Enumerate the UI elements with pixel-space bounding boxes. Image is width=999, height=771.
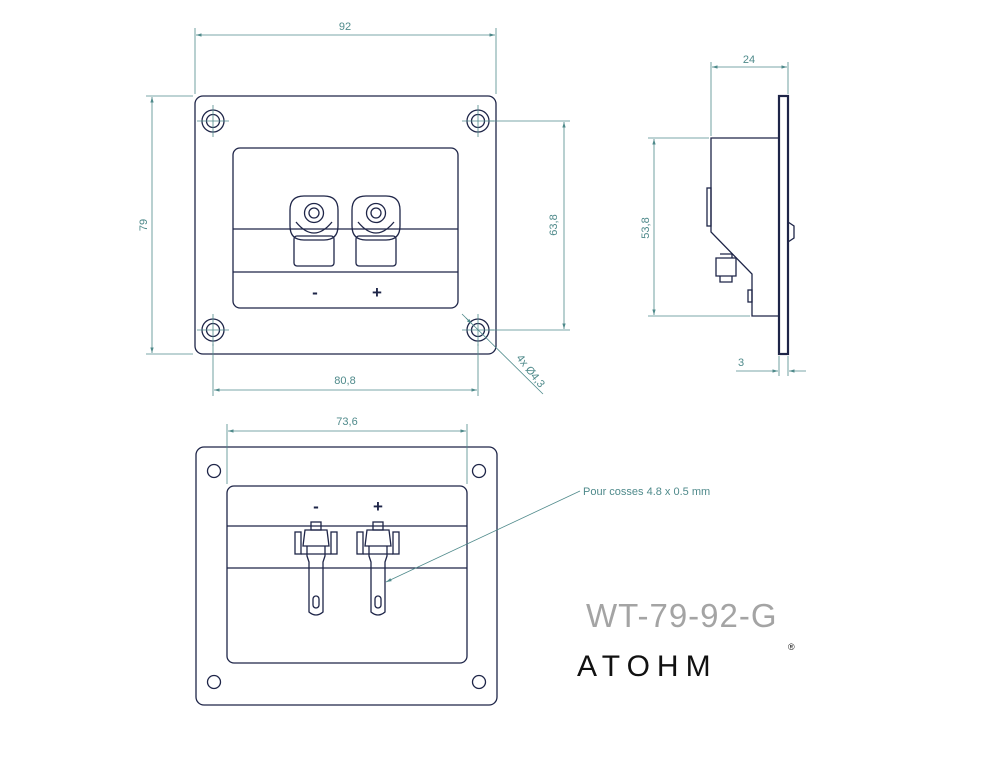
dim-hole-spacing-h: 80,8 — [334, 375, 355, 387]
back-hole-br — [471, 674, 487, 690]
side-view: 24 53,8 3 — [640, 54, 806, 376]
front-plus-label: + — [372, 283, 382, 302]
dim-side-height: 53,8 — [640, 217, 652, 238]
back-hole-bl — [206, 674, 222, 690]
model-number: WT-79-92-G — [586, 597, 778, 634]
lug-annotation: Pour cosses 4.8 x 0.5 mm — [583, 486, 710, 498]
back-plate — [195, 446, 498, 706]
mount-hole-bl — [197, 314, 229, 346]
front-minus-label: - — [312, 283, 318, 302]
side-plate — [777, 94, 790, 356]
dim-depth: 24 — [743, 54, 755, 66]
front-plate — [194, 95, 497, 355]
mount-hole-tl — [197, 105, 229, 137]
brand-logo: ATOHM — [577, 650, 718, 683]
back-view: - + 73,6 Pour cosses 4.8 x — [195, 416, 710, 706]
back-hole-tr — [471, 463, 487, 479]
dim-back-width: 73,6 — [336, 416, 357, 428]
dim-holes: 4x Ø4,3 — [514, 352, 547, 390]
terminal-minus — [294, 521, 338, 616]
binding-post-plus — [351, 195, 401, 267]
dim-height: 79 — [138, 219, 150, 231]
back-hole-tl — [206, 463, 222, 479]
back-body — [226, 485, 468, 664]
mount-hole-tr — [462, 105, 494, 137]
back-plus-label: + — [373, 497, 383, 516]
dim-hole-spacing-v: 63,8 — [548, 214, 560, 235]
dim-width: 92 — [339, 21, 351, 33]
side-body — [710, 137, 779, 317]
registered-mark: ® — [788, 642, 795, 652]
back-minus-label: - — [313, 497, 319, 516]
binding-post-minus — [289, 195, 339, 267]
front-recess — [232, 147, 459, 309]
dim-plate: 3 — [738, 357, 744, 369]
terminal-plus — [356, 521, 400, 616]
front-view: - + 92 79 63,8 80,8 4x Ø4,3 — [138, 21, 570, 396]
